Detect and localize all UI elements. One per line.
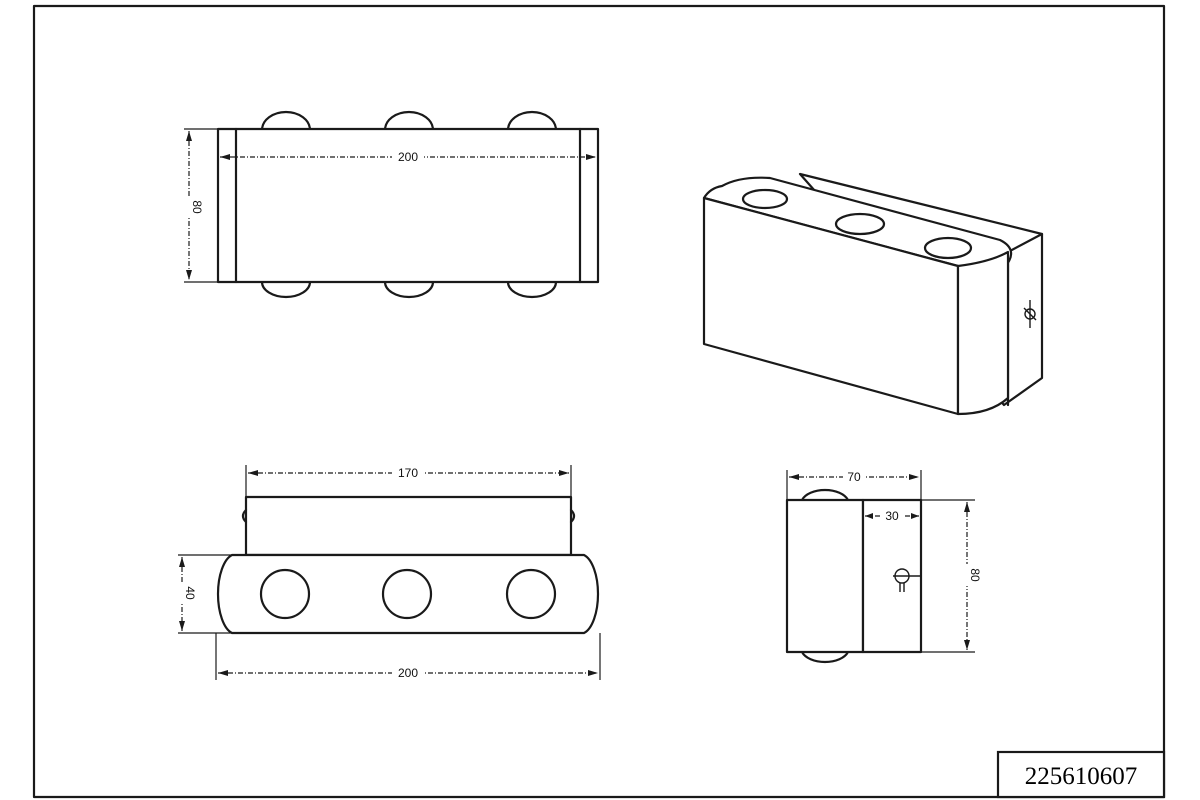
front-lamp-1: [259, 568, 311, 620]
dimension-70: 70: [786, 469, 922, 500]
svg-text:170: 170: [398, 466, 418, 480]
part-number: 225610607: [1025, 763, 1138, 790]
side-screw-icon: [893, 568, 920, 592]
lamp-dome-top-2: [383, 110, 435, 132]
dimension-80-side: 80: [921, 499, 982, 653]
title-block: 225610607: [996, 750, 1166, 799]
svg-text:200: 200: [398, 666, 418, 680]
side-dome-top: [800, 488, 850, 502]
dimension-200-front: 200: [215, 633, 601, 680]
iso-lamp-2: [834, 212, 886, 236]
svg-text:30: 30: [885, 509, 899, 523]
svg-text:40: 40: [183, 586, 197, 600]
dimension-40: 40: [175, 554, 232, 634]
svg-text:200: 200: [398, 150, 418, 164]
dimension-170: 170: [245, 465, 572, 497]
iso-lamp-3: [923, 236, 973, 260]
lamp-dome-bottom-2: [383, 280, 435, 299]
dimension-30: 30: [865, 509, 919, 523]
right-end-cap: [956, 250, 1010, 416]
side-body: [785, 498, 865, 654]
front-lamp-3: [505, 568, 557, 620]
drawing-frame: [32, 4, 1166, 799]
lamp-dome-top-1: [260, 110, 312, 132]
lamp-dome-bottom-1: [260, 280, 312, 299]
iso-lamp-1: [741, 188, 789, 210]
front-view: 170 40 200: [175, 465, 601, 680]
lamp-dome-top-3: [506, 110, 558, 132]
screw-right-icon: [569, 508, 576, 524]
front-lamp-2: [381, 568, 433, 620]
screw-left-icon: [241, 508, 248, 524]
svg-text:80: 80: [190, 200, 204, 214]
side-dome-bottom: [800, 650, 850, 664]
svg-text:80: 80: [968, 568, 982, 582]
front-back-plate: [244, 495, 573, 557]
side-view: 70 30 80: [785, 469, 982, 664]
isometric-view: [702, 172, 1044, 416]
dimension-200-top: 200: [220, 149, 596, 164]
lamp-dome-bottom-3: [506, 280, 558, 299]
svg-text:70: 70: [847, 470, 861, 484]
top-view: 200 80: [182, 110, 600, 299]
iso-screw-icon: [1023, 300, 1037, 328]
dimension-80-top: 80: [182, 128, 218, 283]
